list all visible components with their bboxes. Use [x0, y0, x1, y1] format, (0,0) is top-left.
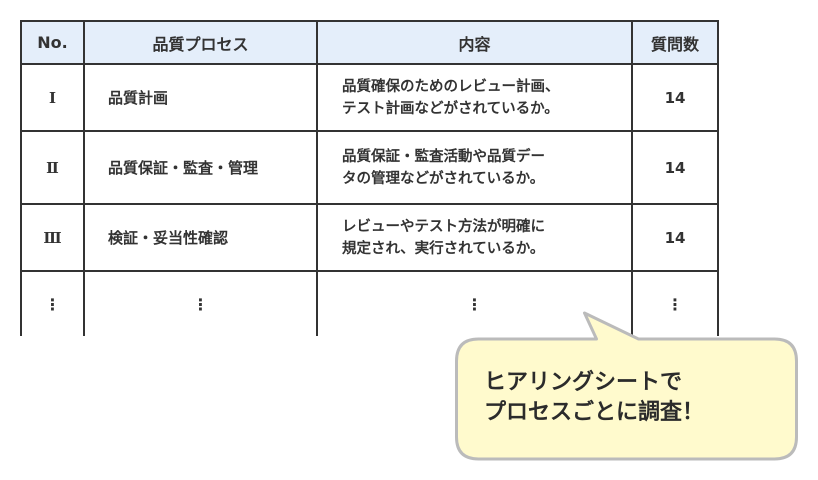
header-content: 内容: [458, 34, 491, 54]
row-content: 品質確保のためのレビュー計画、 テスト計画などがされているか。: [342, 65, 631, 130]
header-process: 品質プロセス: [152, 34, 249, 54]
callout-line: プロセスごとに調査！: [484, 400, 705, 425]
content-line: テスト計画などがされているか。: [342, 100, 559, 117]
divider: [20, 203, 719, 205]
content-line: 規定され、実行されているか。: [342, 240, 545, 257]
row-process: 検証・妥当性確認: [108, 229, 229, 247]
row-count: 14: [664, 88, 686, 107]
divider: [20, 63, 719, 65]
speech-bubble-callout: ヒアリングシートで プロセスごとに調査！: [455, 311, 798, 461]
divider: [631, 20, 633, 336]
divider: [20, 20, 719, 22]
row-count: 14: [664, 228, 686, 247]
row-process: 品質計画: [108, 89, 169, 107]
header-count: 質問数: [650, 34, 699, 54]
row-process: 品質保証・監査・管理: [108, 159, 259, 177]
ellipsis: ⋮: [192, 294, 209, 314]
row-no: Ⅲ: [43, 228, 62, 247]
row-content: 品質保証・監査活動や品質デー タの管理などがされているか。: [342, 132, 631, 203]
row-content: レビューやテスト方法が明確に 規定され、実行されているか。: [342, 205, 631, 270]
content-line: 品質保証・監査活動や品質デー: [342, 148, 545, 165]
callout-text: ヒアリングシートで プロセスごとに調査！: [484, 368, 704, 428]
ellipsis: ⋮: [466, 294, 483, 314]
ellipsis: ⋮: [667, 294, 683, 314]
row-no: Ⅱ: [46, 158, 59, 177]
row-count: 14: [664, 158, 686, 177]
callout-line: ヒアリングシートで: [484, 370, 683, 395]
divider: [20, 270, 719, 272]
speech-bubble-shape: [455, 311, 798, 461]
table-header: [20, 20, 719, 63]
content-line: レビューやテスト方法が明確に: [342, 218, 545, 235]
content-line: 品質確保のためのレビュー計画、: [342, 78, 560, 95]
row-no: Ⅰ: [48, 88, 57, 107]
divider: [316, 20, 318, 336]
content-line: タの管理などがされているか。: [342, 170, 545, 187]
divider: [717, 20, 719, 336]
ellipsis: ⋮: [44, 294, 61, 314]
quality-process-table: No. 品質プロセス 内容 質問数 Ⅰ 品質計画 品質確保のためのレビュー計画、…: [20, 20, 719, 336]
divider: [20, 130, 719, 132]
header-no: No.: [37, 33, 68, 52]
divider: [20, 20, 22, 336]
divider: [83, 20, 85, 336]
